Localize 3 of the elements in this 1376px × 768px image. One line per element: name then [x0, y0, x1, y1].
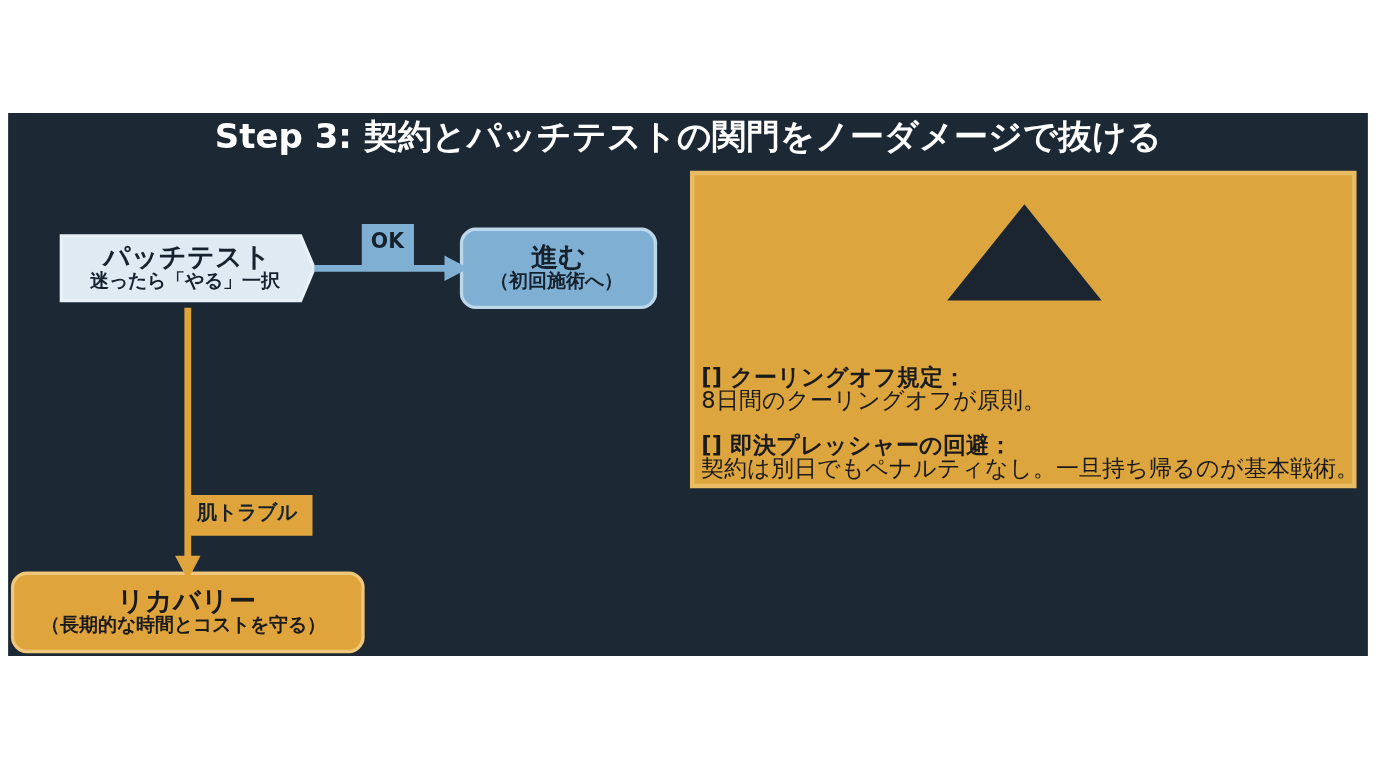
diagram-title: Step 3: 契約とパッチテストの関門をノーダメージで抜ける	[214, 115, 1162, 156]
edge-label: OK	[370, 228, 405, 253]
edge-label: 肌トラブル	[196, 499, 297, 524]
